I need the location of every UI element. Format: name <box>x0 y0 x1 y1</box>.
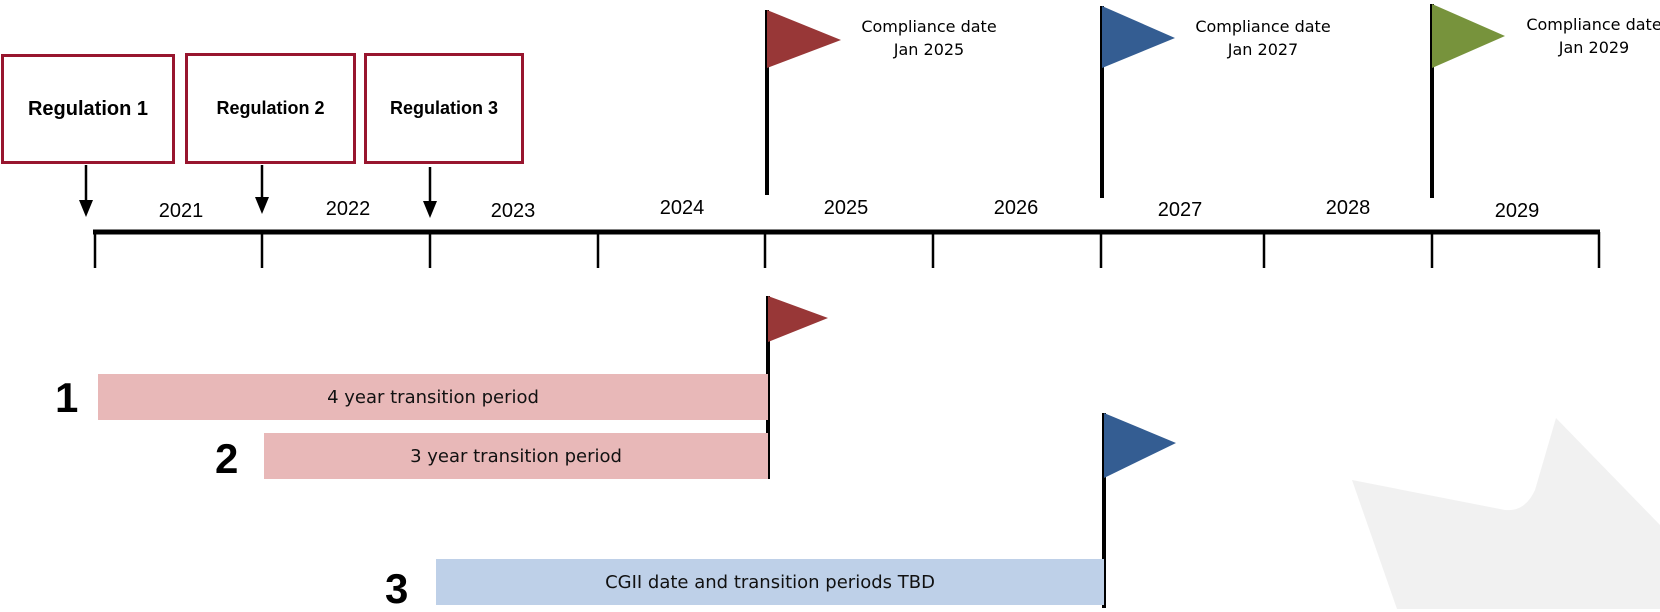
regulation-2-box: Regulation 2 <box>185 53 356 164</box>
flag-jan-2025-icon <box>765 10 841 195</box>
year-label: 2025 <box>823 197 869 219</box>
transition-bar-2: 3 year transition period <box>264 433 768 479</box>
timeline-ticks <box>93 232 1601 268</box>
transition-bar-1-text: 4 year transition period <box>327 386 539 408</box>
year-label: 2023 <box>490 200 536 222</box>
regulation-1-arrow <box>79 165 93 217</box>
year-label: 2026 <box>993 197 1039 219</box>
regulation-1-box: Regulation 1 <box>1 54 175 164</box>
year-label: 2029 <box>1494 200 1540 222</box>
compliance-label-2025: Compliance date Jan 2025 <box>861 17 997 59</box>
regulation-3-label: Regulation 3 <box>389 98 498 118</box>
transition-bar-3-text: CGII date and transition periods TBD <box>605 571 935 593</box>
year-label: 2022 <box>325 198 371 220</box>
year-label: 2021 <box>158 200 204 222</box>
compliance-label-2029: Compliance date Jan 2029 <box>1526 15 1660 57</box>
regulation-3-arrow <box>423 167 437 218</box>
row-number-1: 1 <box>55 374 79 421</box>
regulation-3-box: Regulation 3 <box>364 53 524 164</box>
transition-bar-3: CGII date and transition periods TBD <box>436 559 1104 605</box>
row-number-2: 2 <box>215 435 239 482</box>
regulation-2-arrow <box>255 165 269 214</box>
year-label: 2024 <box>659 197 705 219</box>
transition-flag-2025-icon <box>766 296 828 479</box>
flag-jan-2029-icon <box>1430 4 1505 198</box>
regulation-2-label: Regulation 2 <box>216 98 325 118</box>
year-label: 2028 <box>1325 197 1371 219</box>
transition-bar-2-text: 3 year transition period <box>410 445 622 467</box>
transition-bar-1: 4 year transition period <box>98 374 768 420</box>
transition-flag-2027-icon <box>1102 413 1176 608</box>
flag-jan-2027-icon <box>1100 6 1175 198</box>
year-label: 2027 <box>1157 199 1203 221</box>
row-number-3: 3 <box>385 565 409 612</box>
compliance-label-2027: Compliance date Jan 2027 <box>1195 17 1331 59</box>
regulation-1-label: Regulation 1 <box>27 97 148 120</box>
